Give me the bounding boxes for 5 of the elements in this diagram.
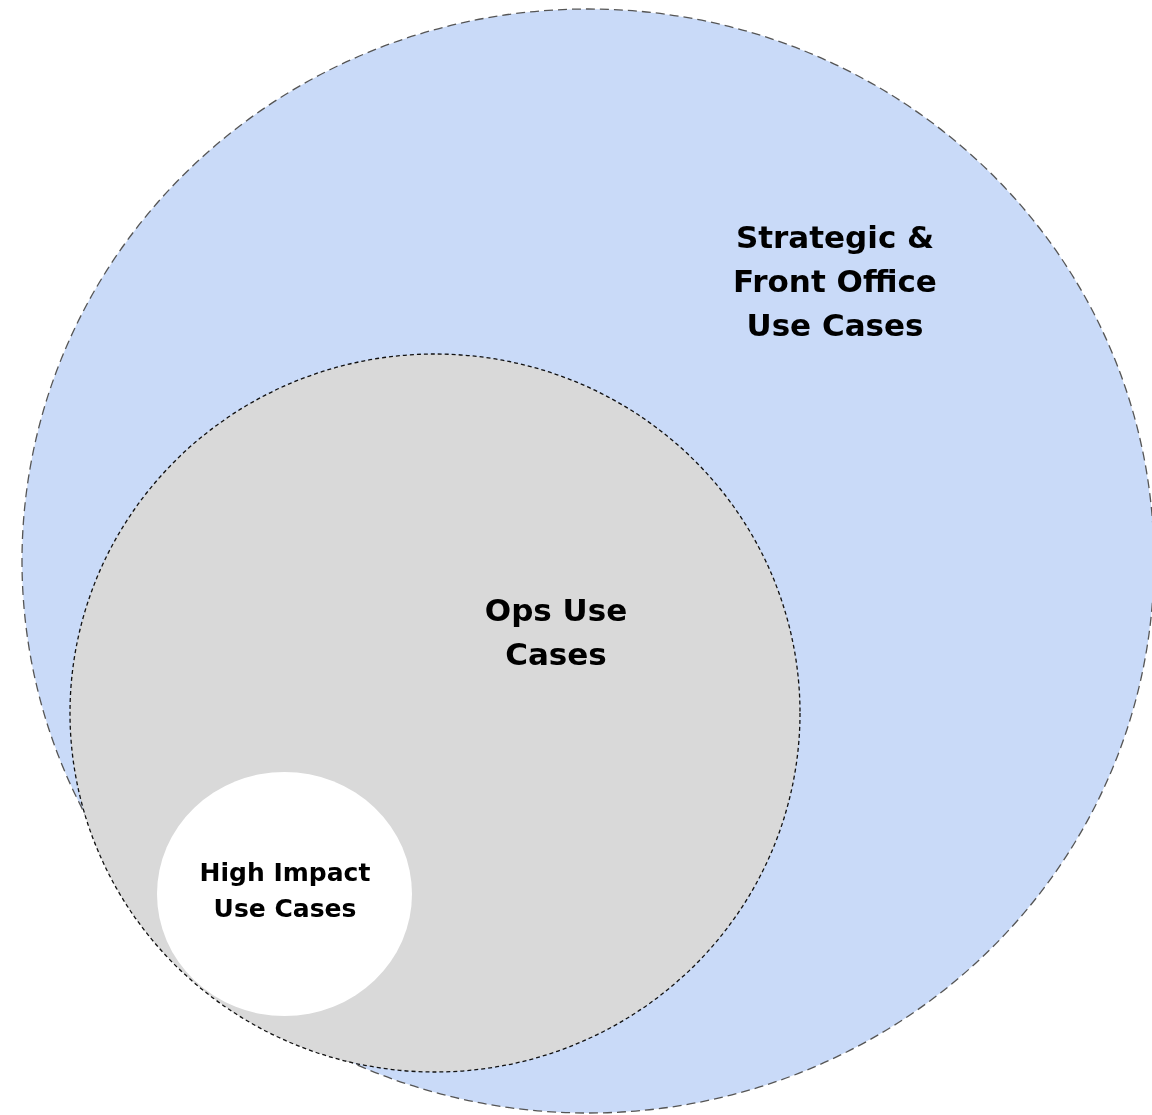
circle-label: High Impact Use Cases	[198, 857, 372, 925]
venn-circle	[70, 354, 800, 1072]
circle-label: Ops Use Cases	[483, 591, 629, 674]
circle-label: Strategic & Front Office Use Cases	[732, 218, 938, 346]
venn-circle	[157, 772, 412, 1016]
